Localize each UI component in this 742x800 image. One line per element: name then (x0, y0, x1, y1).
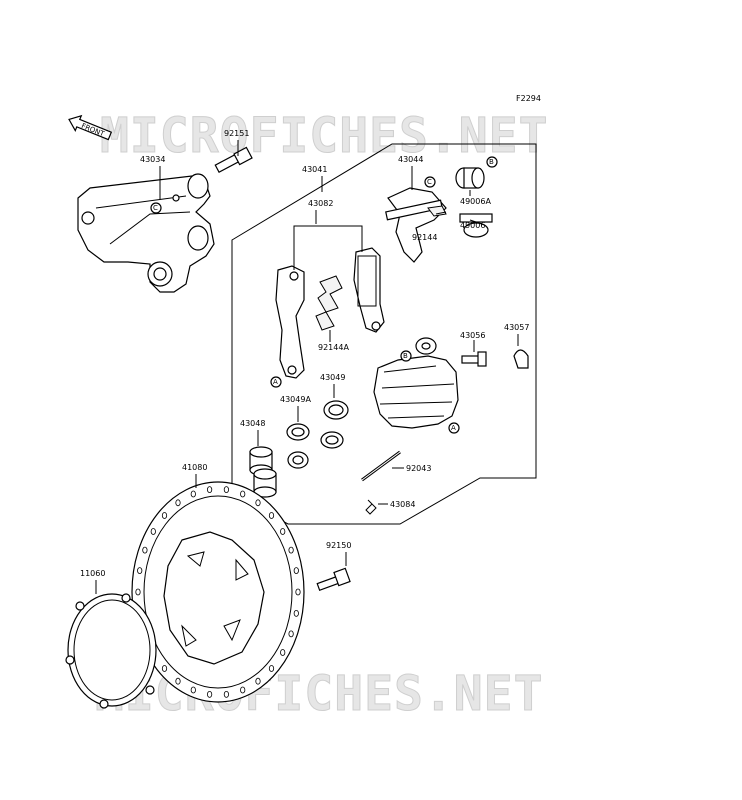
disc-hole (207, 486, 213, 494)
pad-pin (361, 450, 401, 482)
disc-hole (288, 546, 294, 554)
label-41080: 41080 (182, 463, 207, 472)
callout-c-marker-2 (424, 176, 436, 188)
brake-pad-right (353, 247, 385, 333)
seal-43049-inner (320, 431, 344, 449)
label-11060: 11060 (80, 569, 105, 578)
callout-b-marker-2 (400, 350, 412, 362)
disc-hole (240, 686, 246, 694)
disc-hole (190, 490, 196, 498)
boot-49006a (455, 167, 485, 189)
watermark-top: MICROFICHES.NET (100, 108, 548, 164)
label-92144: 92144 (412, 233, 437, 242)
disc-hole (240, 490, 246, 498)
disc-hole (288, 630, 294, 638)
label-92150: 92150 (326, 541, 351, 550)
callout-b-marker-1 (486, 156, 498, 168)
disc-hole (207, 691, 213, 698)
disc-hole (137, 567, 143, 574)
callout-b-2: B (403, 352, 408, 360)
disc-hole (293, 567, 299, 574)
caliper-mount-bracket (385, 187, 447, 263)
disc-hole (161, 665, 168, 672)
label-43084: 43084 (390, 500, 415, 509)
disc-hole (142, 546, 148, 554)
leader-lines (95, 140, 519, 594)
disc-hole (268, 665, 275, 672)
callout-b-1: B (489, 158, 494, 166)
bleed-valve (461, 351, 487, 367)
pad-spring (315, 275, 343, 331)
disc-hole (223, 486, 229, 494)
caliper-body (373, 337, 459, 429)
label-43034: 43034 (140, 155, 165, 164)
label-49006a: 49006A (460, 197, 491, 206)
pin-clip (365, 499, 377, 515)
label-43056: 43056 (460, 331, 485, 340)
disc-hole (175, 677, 181, 685)
label-43049a: 43049A (280, 395, 311, 404)
washer (172, 194, 180, 202)
callout-a-marker-2 (448, 422, 460, 434)
disc-hole (161, 512, 168, 519)
disc-hole (280, 649, 286, 656)
bleed-cap (513, 349, 529, 369)
callout-a-marker-1 (270, 376, 282, 388)
brake-disc (131, 481, 305, 703)
disc-hole (295, 588, 301, 596)
label-49006: 49006 (460, 221, 485, 230)
bolt-92151 (214, 146, 253, 174)
label-92144a: 92144A (318, 343, 349, 352)
disc-hole (223, 691, 229, 698)
label-43049: 43049 (320, 373, 345, 382)
callout-c-marker-1 (150, 202, 162, 214)
piston-lower (253, 468, 277, 498)
label-43082: 43082 (308, 199, 333, 208)
disc-hole (150, 528, 156, 535)
label-43044: 43044 (398, 155, 423, 164)
label-92151: 92151 (224, 129, 249, 138)
seal-43049a-inner (287, 451, 309, 469)
disc-gasket (65, 593, 157, 709)
caliper-bracket (77, 173, 215, 293)
disc-hole (190, 686, 196, 694)
label-43041: 43041 (302, 165, 327, 174)
label-43057: 43057 (504, 323, 529, 332)
disc-hole (293, 610, 299, 617)
callout-a-1: A (273, 378, 278, 386)
seal-43049 (323, 400, 349, 420)
disc-hole (268, 512, 275, 519)
disc-hole (280, 528, 286, 535)
piston-upper (249, 446, 273, 476)
disc-hole (255, 499, 261, 507)
seal-43049a (286, 423, 310, 441)
label-92043: 92043 (406, 464, 431, 473)
callout-c-2: C (427, 178, 432, 186)
figure-code: F2294 (516, 94, 541, 103)
disc-bolt (316, 567, 351, 592)
disc-hole (135, 588, 141, 596)
brake-pad-left (275, 265, 305, 379)
callout-c-1: C (153, 204, 158, 212)
disc-hole (255, 677, 261, 685)
disc-hole (175, 499, 181, 507)
label-43048: 43048 (240, 419, 265, 428)
callout-a-2: A (451, 424, 456, 432)
